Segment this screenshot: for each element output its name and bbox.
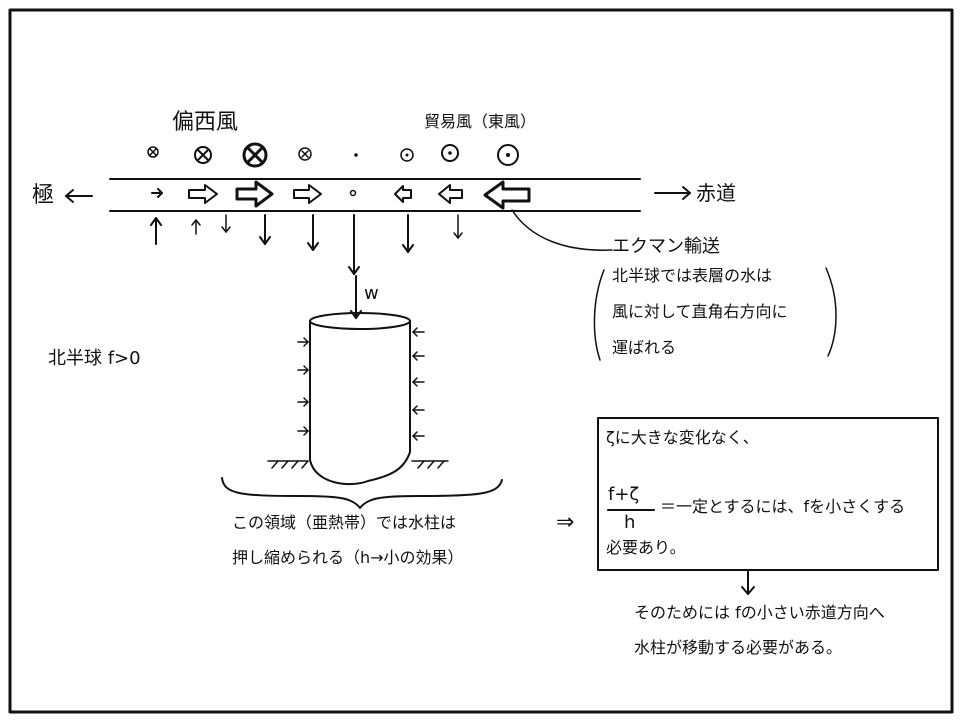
- down-arrow-icon: [260, 215, 270, 244]
- circle-cross-icon: [195, 147, 211, 163]
- sea-floor: [268, 461, 448, 468]
- upwelling-arrows: [151, 218, 200, 244]
- hemisphere-label: 北半球 f>0: [48, 350, 141, 368]
- right-arrow-icon: [298, 338, 308, 346]
- left-arrow-icon: [413, 328, 424, 336]
- right-arrow-icon: [298, 366, 308, 374]
- box-denominator: h: [624, 514, 635, 532]
- circle-cross-icon: [299, 148, 311, 160]
- circle-dot-icon: [401, 149, 413, 161]
- box-line-1: ζに大きな変化なく、: [606, 430, 759, 446]
- circle-dot-icon: [498, 145, 518, 165]
- box-line-3: 必要あり。: [606, 540, 686, 556]
- down-arrow-icon: [351, 276, 361, 318]
- ekman-line-1: 北半球では表層の水は: [612, 268, 772, 284]
- down-arrow-icon: [454, 215, 462, 238]
- w-label: w: [364, 285, 379, 303]
- trade-winds-label: 貿易風（東風）: [424, 114, 536, 130]
- box-line-2-rest: ＝一定とするには、fを小さくする: [660, 499, 905, 515]
- ekman-arrow-icon: [189, 185, 217, 203]
- ekman-paren-right: [826, 268, 836, 356]
- ekman-line-2: 風に対して直角右方向に: [612, 304, 788, 320]
- left-arrow-icon: [413, 432, 424, 440]
- right-arrow-icon: [298, 398, 308, 406]
- up-arrow-icon: [192, 220, 200, 234]
- pole-arrow-icon: [66, 190, 92, 202]
- ekman-arrow-icon: [152, 189, 162, 197]
- ekman-arrow-icon: [395, 186, 411, 202]
- left-arrow-icon: [413, 406, 424, 414]
- region-line-2: 押し縮められる（h→小の効果）: [232, 550, 464, 566]
- circle-cross-icon: [244, 144, 266, 166]
- down-arrow-icon: [222, 215, 230, 232]
- right-arrow-icon: [298, 427, 308, 435]
- box-numerator: f+ζ: [608, 486, 639, 504]
- down-arrow-icon: [349, 215, 359, 274]
- up-arrow-icon: [151, 218, 161, 244]
- region-line-1: この領域（亜熱帯）では水柱は: [232, 515, 456, 531]
- westerlies-label: 偏西風: [172, 112, 238, 134]
- ekman-paren-left: [594, 270, 604, 360]
- down-arrow-icon: [308, 215, 318, 250]
- ekman-arrow-icon: [294, 185, 321, 203]
- ekman-arrow-icon: [439, 185, 462, 203]
- ekman-arrow-icon: [485, 182, 529, 208]
- ekman-title: エクマン輸送: [612, 238, 720, 256]
- implies-arrow: ⇒: [556, 512, 574, 534]
- bottom-line-2: 水柱が移動する必要がある。: [634, 640, 842, 656]
- convergence-arrows: [298, 328, 424, 440]
- pole-label: 極: [32, 185, 54, 207]
- left-arrow-icon: [413, 352, 424, 360]
- ekman-leader-line: [512, 210, 612, 250]
- equator-label: 赤道: [696, 183, 736, 203]
- water-column-body: [310, 321, 410, 484]
- left-arrow-icon: [413, 378, 424, 386]
- ekman-arrow-icon: [351, 191, 356, 196]
- bottom-line-1: そのためには fの小さい赤道方向へ: [634, 605, 885, 621]
- ekman-arrow-icon: [237, 182, 272, 206]
- water-column: [310, 276, 410, 484]
- circle-cross-icon: [148, 147, 158, 157]
- down-arrow-icon: [742, 570, 754, 594]
- circle-dot-icon: [442, 145, 458, 161]
- ekman-line-3: 運ばれる: [612, 340, 676, 356]
- ekman-arrows: [152, 182, 529, 208]
- down-arrow-icon: [403, 215, 413, 252]
- downwelling-arrows: [222, 215, 462, 274]
- equator-arrow-icon: [655, 187, 690, 199]
- wind-symbols-row: [148, 144, 518, 166]
- calm-dot: [354, 153, 358, 157]
